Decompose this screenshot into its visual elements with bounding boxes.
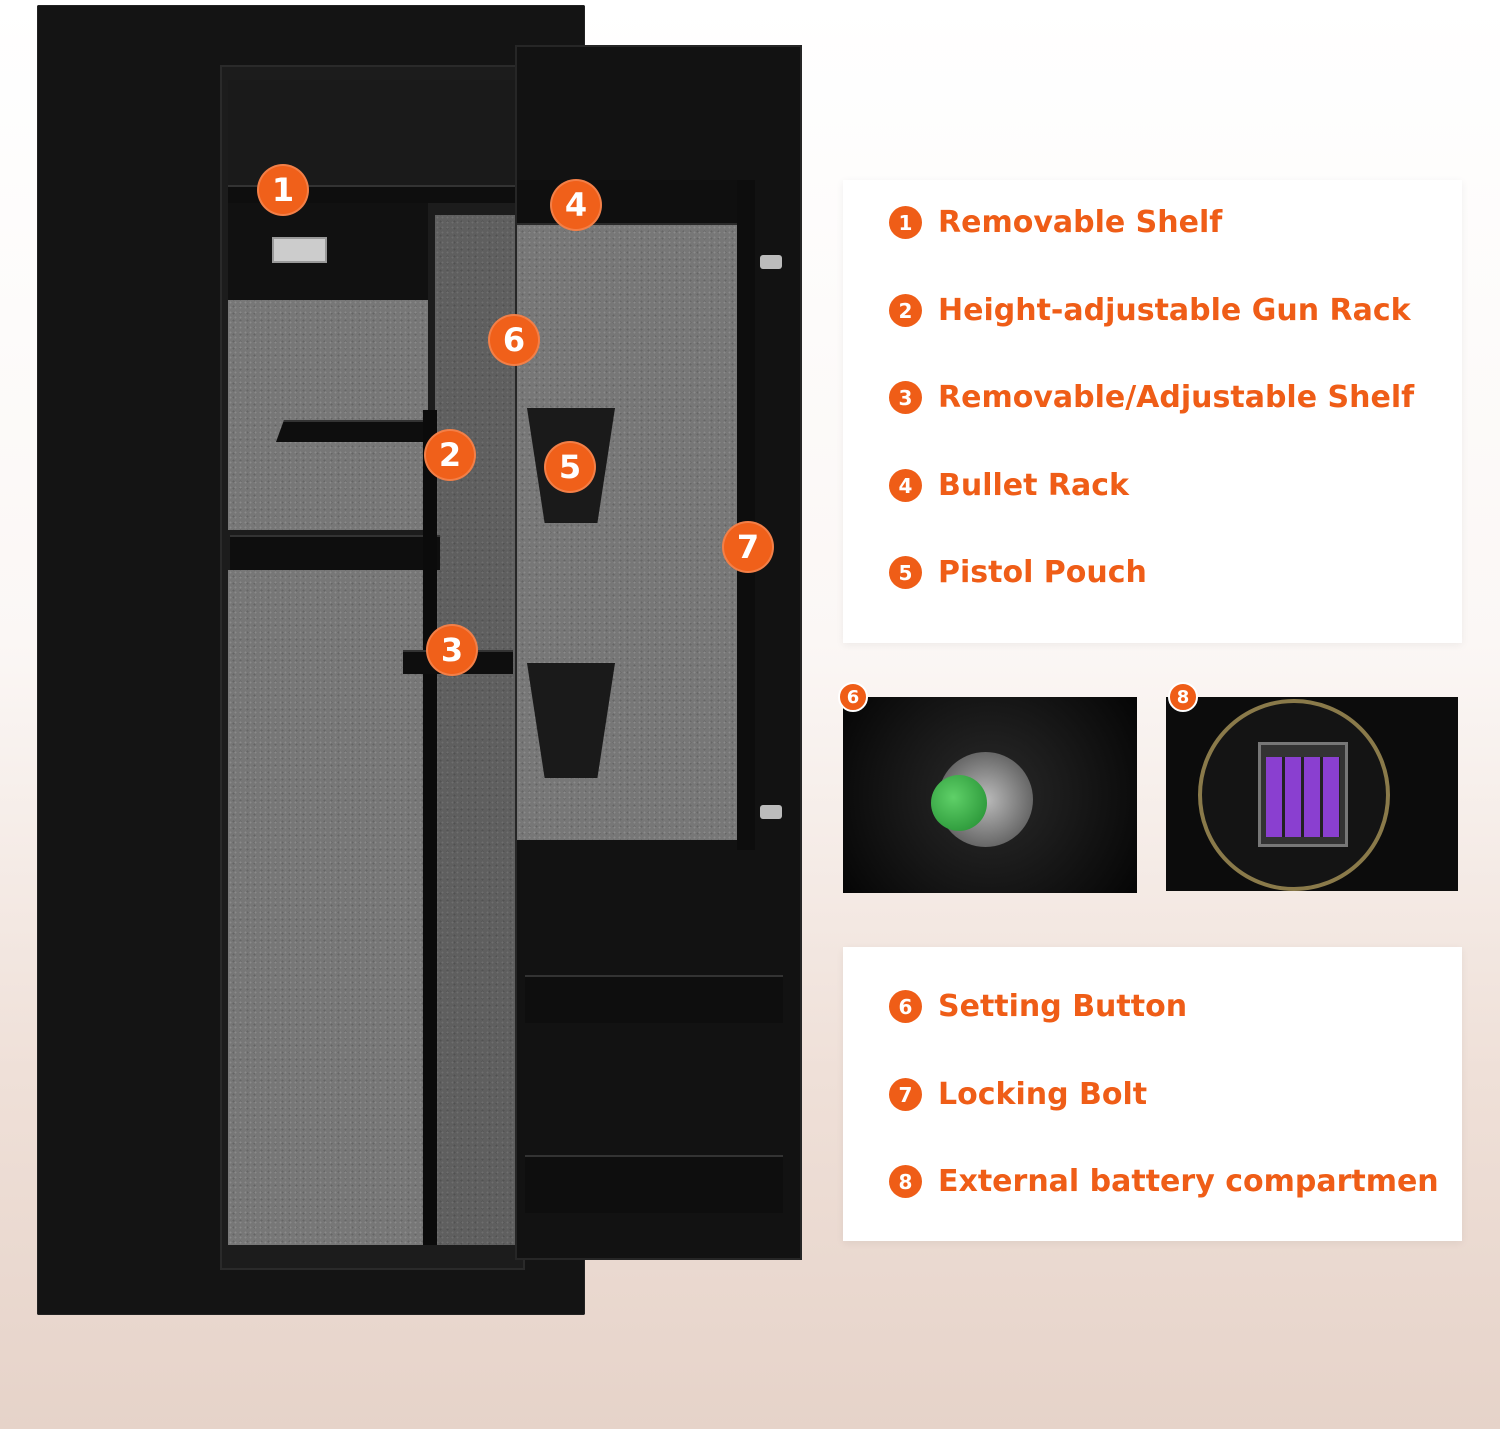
number-bullet: 4 (889, 469, 922, 502)
feature-label: Setting Button (938, 989, 1188, 1024)
drawer (228, 203, 428, 300)
marker-5: 5 (544, 441, 596, 493)
felt-panel (228, 570, 423, 1245)
feature-item: 6 Setting Button (889, 989, 1187, 1024)
number-bullet: 1 (889, 206, 922, 239)
door-rack (525, 975, 783, 1023)
feature-item: 1 Removable Shelf (889, 205, 1222, 240)
feature-label: Bullet Rack (938, 468, 1130, 503)
number-bullet: 3 (889, 381, 922, 414)
door-edge (737, 180, 755, 850)
feature-label: Height-adjustable Gun Rack (938, 293, 1411, 328)
locking-bolt (760, 805, 782, 819)
feature-item: 4 Bullet Rack (889, 468, 1129, 503)
green-button (931, 775, 987, 831)
felt-panel (228, 300, 428, 530)
thumb-badge-6: 6 (838, 682, 868, 712)
battery-compartment-photo (1166, 697, 1458, 891)
feature-label: Removable/Adjustable Shelf (938, 380, 1415, 415)
number-bullet: 5 (889, 556, 922, 589)
marker-7: 7 (722, 521, 774, 573)
number-bullet: 7 (889, 1078, 922, 1111)
rack-rail (423, 410, 437, 1245)
door-felt-panel (517, 225, 737, 840)
number-bullet: 2 (889, 294, 922, 327)
marker-3: 3 (426, 624, 478, 676)
batteries (1266, 757, 1340, 837)
locking-bolt (760, 255, 782, 269)
setting-button-photo (843, 697, 1137, 893)
feature-label: Pistol Pouch (938, 555, 1147, 590)
marker-6: 6 (488, 314, 540, 366)
feature-label: Locking Bolt (938, 1077, 1148, 1112)
marker-4: 4 (550, 179, 602, 231)
feature-item: 5 Pistol Pouch (889, 555, 1147, 590)
drawer-handle (272, 237, 327, 263)
marker-1: 1 (257, 164, 309, 216)
feature-list-bottom: 6 Setting Button 7 Locking Bolt 8 External … (843, 947, 1462, 1241)
feature-item: 8 External battery compartmen (889, 1164, 1439, 1199)
feature-label: Removable Shelf (938, 205, 1223, 240)
pistol-pouch (527, 663, 615, 778)
feature-label: External battery compartmen (938, 1164, 1439, 1199)
feature-item: 2 Height-adjustable Gun Rack (889, 293, 1411, 328)
feature-item: 3 Removable/Adjustable Shelf (889, 380, 1414, 415)
thumb-badge-8: 8 (1168, 682, 1198, 712)
gun-rack-lower (230, 535, 440, 570)
felt-panel-side (435, 215, 520, 1245)
marker-2: 2 (424, 429, 476, 481)
gun-rack (275, 420, 435, 442)
door-rack (525, 1155, 783, 1213)
number-bullet: 8 (889, 1165, 922, 1198)
feature-list-top: 1 Removable Shelf 2 Height-adjustable Gun … (843, 180, 1462, 643)
number-bullet: 6 (889, 990, 922, 1023)
feature-item: 7 Locking Bolt (889, 1077, 1147, 1112)
